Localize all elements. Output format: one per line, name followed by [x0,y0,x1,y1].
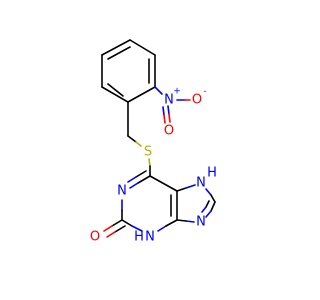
bond-n-o-down-c [167,105,170,115]
bond-ch2-s-a [127,135,137,143]
bond-s-c6-a [148,158,151,167]
ring-n7-h-label: H [207,166,217,181]
pyrimidine-ring: N N H O [90,170,178,245]
nitro-o-down-label: O [164,124,174,139]
bond-n7-c8-a [205,188,212,196]
nitro-group: N + O - O [154,86,207,139]
bond-n3-c4-b [165,219,178,227]
benzene-ring [101,39,156,103]
bond-c4-c5 [127,86,156,103]
bond-c2-n3-b [131,225,143,232]
nitro-n-charge: + [173,87,181,97]
bond-c6-n1-dbl-b [127,176,137,183]
bond-c2-c3 [129,39,156,56]
bond-c2-o-b [103,225,113,232]
nitro-o-right-label: O [192,93,202,108]
bond-c5-n7-a [176,187,187,192]
bond-c2-n3-a [121,219,133,227]
ring-n3-label: N [145,230,155,245]
nitro-n-label: N [164,93,174,108]
bond-n-o-down-d [168,113,171,123]
ring-n9-label: N [196,215,206,230]
bond-c6-n1-a [137,175,151,184]
bond-n-o-down-b [163,114,166,124]
bond-c2-o-dbl-a [114,225,126,233]
molecule-structure: N + O - O S N N H O [90,39,217,245]
bond-ch2-s-b [135,141,142,147]
bond-n9-c4-a [185,220,195,223]
sulfur-label: S [144,145,152,160]
bond-n3-c4-a [157,225,167,232]
bond-c5-c6 [149,175,178,192]
bond-c8-n9-a [210,201,216,212]
imidazole-ring: N H N [176,166,217,230]
ring-n7-label: N [196,176,206,191]
bond-c6-n1-dbl-a [135,170,147,178]
nitro-o-right-charge: - [203,87,206,97]
ring-n3-h-label: H [134,230,144,245]
bond-n-o-down-a [162,106,165,116]
bond-n9-c4-b [176,219,187,222]
bond-inner-3 [107,83,124,97]
bond-c2-o-dbl-b [106,231,116,238]
bond-c5-c6 [101,86,129,103]
bond-c8-n9-b [205,210,212,218]
ring-n1-label: N [117,184,127,199]
bond-inner-1 [107,46,131,60]
bond-c2-o-a [111,219,123,227]
bond-c1-c2 [101,39,131,56]
bond-c8-n9-dbl-b [201,206,207,213]
methylene-thioether: S [127,101,152,177]
bond-c5-n7-b [185,184,196,189]
bond-c8-n9-dbl-a [205,200,210,208]
bond-c4-n-nitro [154,86,163,95]
bond-c6-n1-b [129,182,139,189]
carbonyl-o-label: O [90,230,100,245]
bond-n7-c8-b [210,194,216,203]
